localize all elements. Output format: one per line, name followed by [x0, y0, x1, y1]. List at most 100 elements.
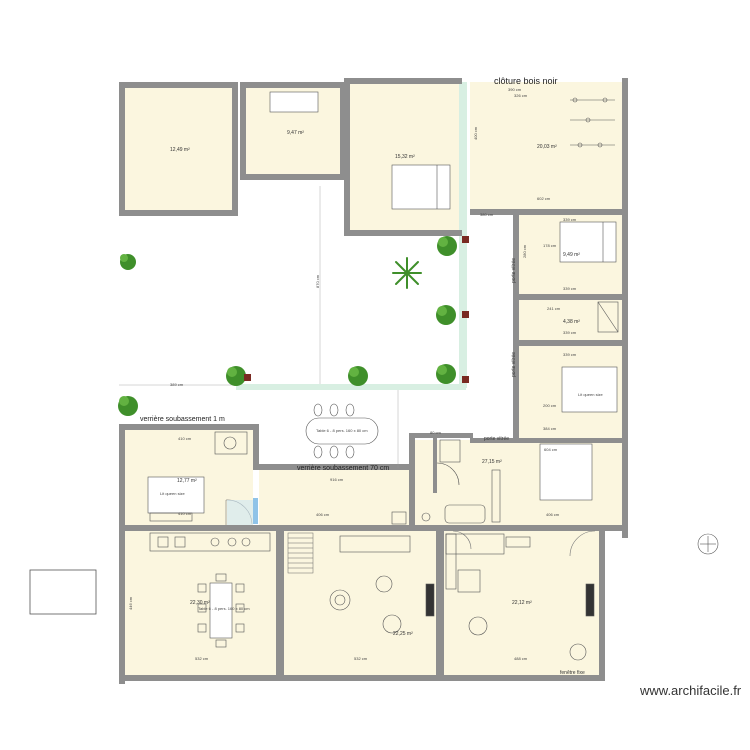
- dimension: 280 cm: [522, 244, 527, 258]
- plant-icon: [120, 254, 136, 270]
- porte-vitree-label-3: porte vitrée: [511, 351, 517, 377]
- room-area: 20,03 m²: [537, 144, 557, 150]
- room-area: 12,77 m²: [177, 478, 197, 484]
- room-14-floor: [444, 531, 599, 675]
- wall: [119, 675, 605, 681]
- wall: [119, 424, 125, 684]
- room-1-floor: [125, 88, 232, 210]
- door-arc: [569, 530, 596, 557]
- room-area: 12,49 m²: [170, 147, 190, 153]
- room-area: 22,30 m²: [190, 600, 210, 606]
- dimension: 602 cm: [537, 196, 551, 201]
- table-garden-label: Table 6 - 8 pers. 160 x 80 cm: [316, 428, 368, 433]
- room-area: 9,47 m²: [287, 130, 304, 136]
- plant-icon: [118, 396, 138, 416]
- dimension: 326 cm: [514, 93, 528, 98]
- wall: [513, 294, 628, 300]
- dimension: 380 cm: [480, 212, 494, 217]
- dimension: 488 cm: [514, 656, 528, 661]
- fenetre-fixe-label: fenêtre fixe: [560, 670, 585, 676]
- wardrobe: [491, 469, 501, 523]
- stairs: [287, 532, 314, 574]
- wall: [240, 82, 246, 180]
- wall: [513, 209, 519, 441]
- plant-icon: [437, 236, 457, 256]
- wall: [253, 464, 415, 470]
- fireplace: [425, 583, 435, 617]
- lit-queen-a: Lit queen size: [160, 491, 185, 496]
- wall: [513, 340, 628, 346]
- garden-table: [305, 417, 379, 445]
- counter: [149, 532, 271, 552]
- wall: [119, 210, 238, 216]
- dimension: 410 cm: [178, 511, 192, 516]
- glass-vertical: [459, 82, 467, 388]
- armchair: [375, 575, 393, 593]
- wall: [119, 82, 125, 216]
- dimension: 339 cm: [563, 352, 577, 357]
- dimension: 384 cm: [543, 426, 557, 431]
- dimension: 532 cm: [354, 656, 368, 661]
- wall: [344, 78, 462, 84]
- room-area: 4,38 m²: [563, 319, 580, 325]
- bed: [391, 164, 451, 210]
- door-arc: [452, 530, 472, 550]
- plant-icon: [226, 366, 246, 386]
- bench: [149, 512, 193, 522]
- watermark[interactable]: www.archifacile.fr: [640, 683, 742, 698]
- dimension: 410 cm: [178, 436, 192, 441]
- coffee-table: [457, 569, 481, 593]
- wall: [344, 230, 462, 236]
- shelves: [570, 97, 615, 148]
- sofa: [339, 535, 411, 553]
- dimension: 339 cm: [563, 286, 577, 291]
- dimension: 916 cm: [330, 477, 344, 482]
- bed: [559, 221, 617, 263]
- verriere-70-label: verrière soubassement 70 cm: [297, 465, 390, 472]
- window-blue: [253, 498, 258, 524]
- wall: [340, 82, 346, 180]
- porte-vitree-label: porte vitrée: [484, 436, 510, 442]
- room-area: 27,15 m²: [482, 459, 502, 465]
- dimension: 446 cm: [128, 596, 133, 610]
- bathtub: [444, 504, 486, 524]
- cloture-label: clôture bois noir: [494, 76, 558, 86]
- fireplace: [585, 583, 595, 617]
- bed: [147, 476, 205, 514]
- dimension: 339 cm: [563, 330, 577, 335]
- bed: [269, 91, 319, 113]
- dimension: 406 cm: [546, 512, 560, 517]
- wall: [470, 438, 628, 443]
- bed: [561, 366, 618, 413]
- wall: [119, 525, 628, 531]
- dimension: 870 cm: [315, 274, 320, 288]
- compass-icon: [697, 533, 719, 555]
- wall: [409, 433, 415, 531]
- wall: [433, 438, 437, 493]
- dimension: 389 cm: [170, 382, 184, 387]
- door-arc: [436, 462, 460, 486]
- door-glass: [227, 500, 253, 525]
- wall: [119, 82, 238, 88]
- cabinet: [391, 511, 407, 525]
- wall: [119, 424, 259, 430]
- room-floors: [125, 82, 622, 675]
- verriere-1m-label: verrière soubassement 1 m: [140, 416, 225, 423]
- dimension: 241 cm: [547, 306, 561, 311]
- room-6-floor: [519, 300, 622, 340]
- glass-horizontal: [236, 384, 466, 390]
- wall: [253, 424, 259, 464]
- dimension: 390 cm: [508, 87, 522, 92]
- wall: [240, 82, 346, 88]
- lit-queen-b: Lit queen size: [578, 392, 603, 397]
- table-dining-label: Table 6 - 8 pers. 160 x 80 cm: [198, 606, 250, 611]
- wall: [240, 174, 346, 180]
- porte-vitree-label-2: porte vitrée: [511, 257, 517, 283]
- outside-box: [29, 569, 97, 615]
- dimension: 604 cm: [544, 447, 558, 452]
- plants: [118, 236, 469, 416]
- room-area: 22,12 m²: [512, 600, 532, 606]
- dimension: 80 cm: [430, 430, 441, 435]
- dimension: 339 cm: [563, 217, 577, 222]
- wall: [599, 531, 605, 681]
